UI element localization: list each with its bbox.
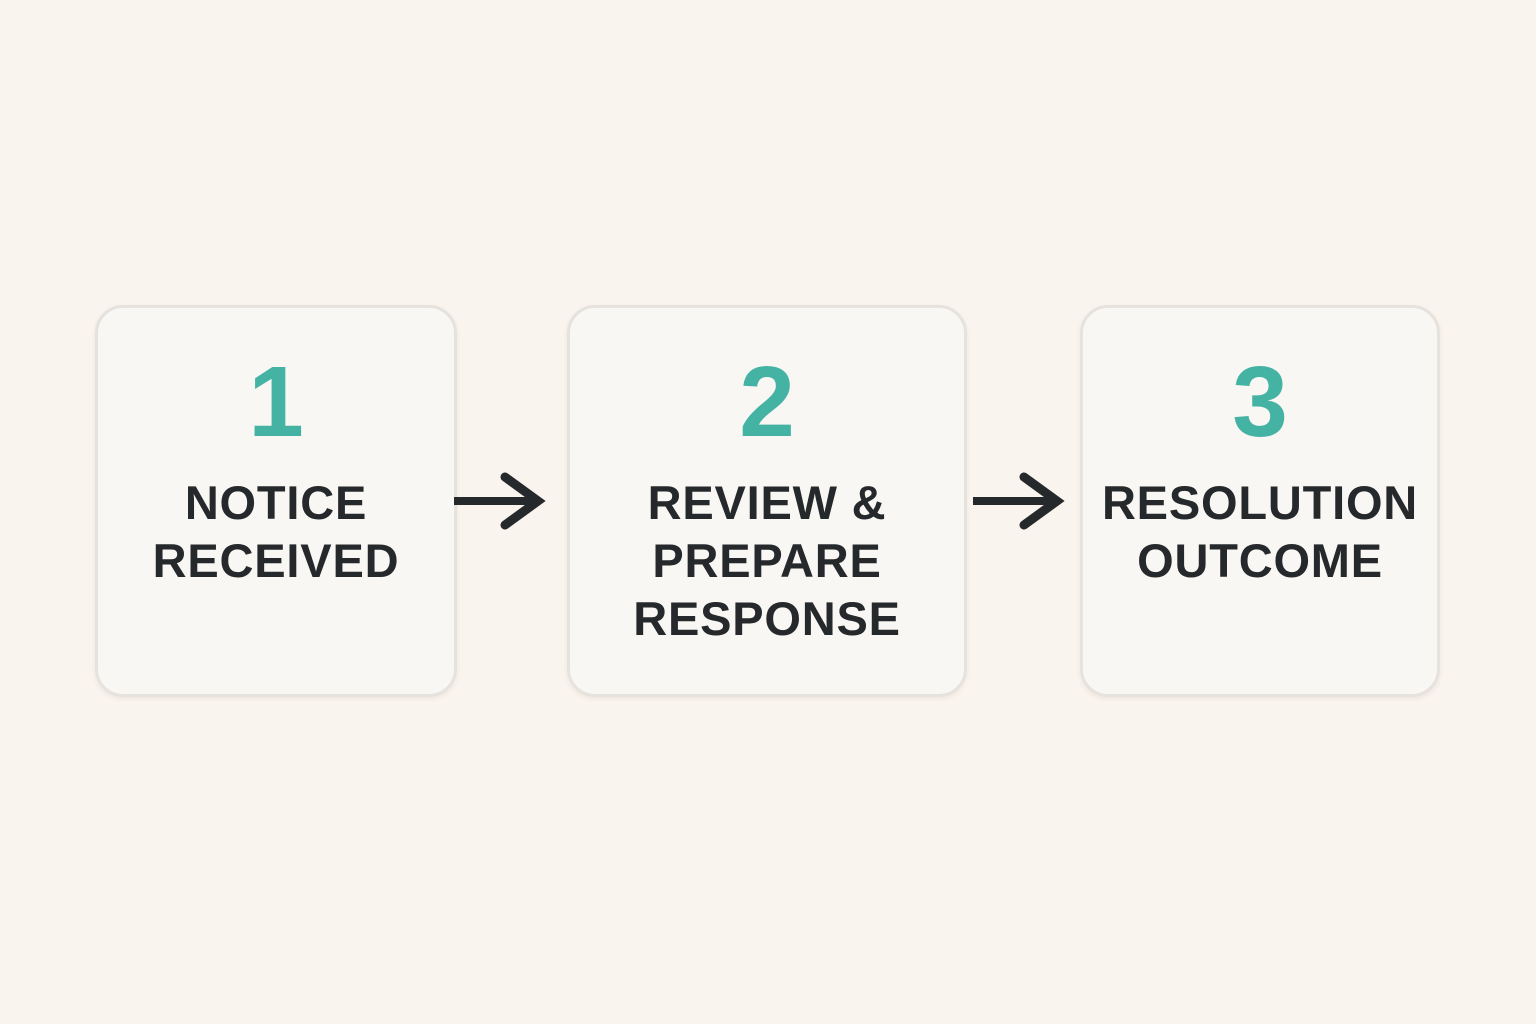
right-arrow-icon [453, 470, 546, 532]
step-3-label-line-1: RESOLUTION [1101, 476, 1419, 529]
right-arrow-icon [972, 470, 1065, 532]
step-box-2: 2 REVIEW & PREPARE RESPONSE [567, 305, 967, 697]
step-1-label-line-2: RECEIVED [152, 534, 400, 587]
step-2-label-line-1: REVIEW & [647, 476, 887, 529]
step-3-label-line-2: OUTCOME [1137, 534, 1383, 587]
step-1-number: 1 [248, 346, 304, 458]
step-box-1: 1 NOTICE RECEIVED [95, 305, 457, 697]
step-3-number: 3 [1232, 346, 1288, 458]
step-1-label-line-1: NOTICE [184, 476, 368, 529]
step-box-3: 3 RESOLUTION OUTCOME [1080, 305, 1440, 697]
step-2-number: 2 [739, 346, 795, 458]
step-1-label: NOTICE RECEIVED [153, 474, 400, 590]
step-2-label-line-3: RESPONSE [633, 592, 901, 645]
step-2-label-line-2: PREPARE [652, 534, 882, 587]
step-3-label: RESOLUTION OUTCOME [1102, 474, 1418, 590]
step-2-label: REVIEW & PREPARE RESPONSE [633, 474, 901, 648]
